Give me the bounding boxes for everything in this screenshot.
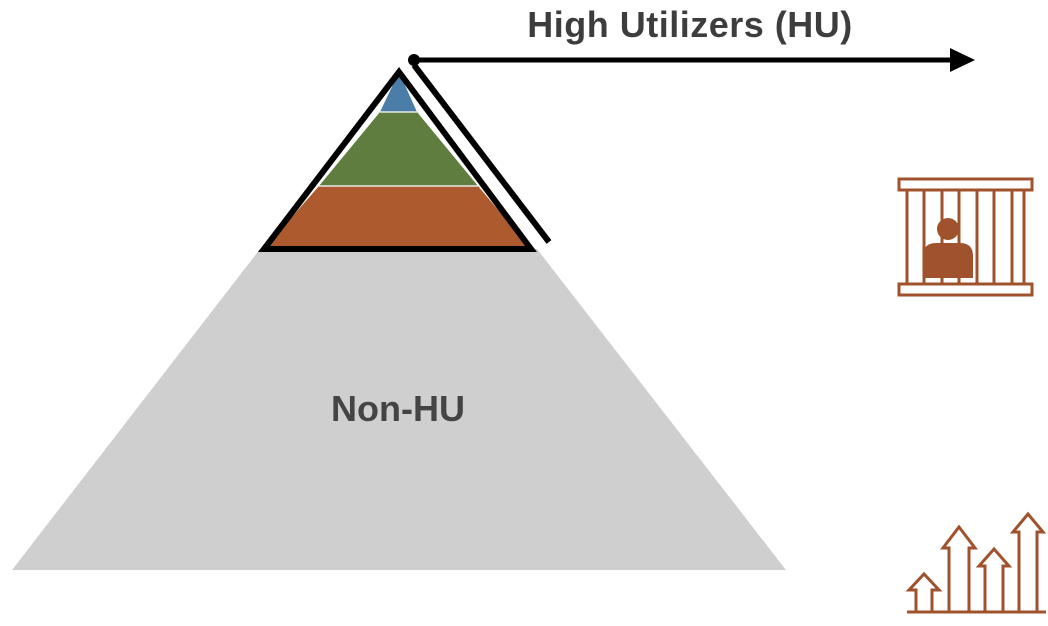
non-hu-label: Non-HU [331, 388, 465, 429]
non-hu-base [12, 249, 786, 570]
hu-tier-top [380, 72, 417, 112]
hu-tier-bottom [264, 186, 531, 249]
person-icon [923, 218, 973, 278]
hu-outline [257, 67, 537, 252]
hu-title: High Utilizers (HU) [527, 4, 853, 45]
hu-tier-middle [319, 112, 478, 186]
hu-arrow-head [950, 48, 975, 72]
hu-bracket-line [411, 63, 552, 244]
growth-arrows-icon [905, 511, 1047, 614]
